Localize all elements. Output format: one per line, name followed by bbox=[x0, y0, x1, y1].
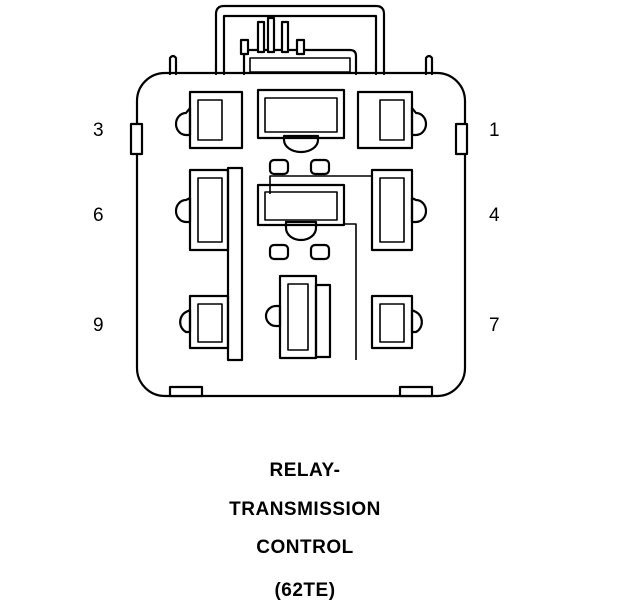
left-post bbox=[168, 54, 178, 76]
pin-label-4: 4 bbox=[489, 205, 500, 226]
terminal-center-top bbox=[256, 88, 346, 154]
terminal-4 bbox=[370, 168, 428, 252]
terminal-6 bbox=[174, 168, 230, 252]
caption-line-2: TRANSMISSION bbox=[229, 499, 381, 520]
left-side-key bbox=[129, 122, 144, 156]
pin-label-9: 9 bbox=[93, 315, 104, 336]
terminal-3 bbox=[174, 90, 244, 150]
terminal-center-bottom bbox=[264, 274, 332, 360]
bottom-right-foot bbox=[398, 385, 434, 398]
hole-top-left bbox=[268, 158, 290, 176]
internal-link-top bbox=[269, 175, 372, 194]
pin-label-7: 7 bbox=[489, 315, 500, 336]
terminal-9 bbox=[179, 294, 230, 350]
connector-housing bbox=[135, 71, 467, 398]
terminal-center-middle bbox=[256, 183, 346, 242]
caption-line-1: RELAY- bbox=[269, 460, 341, 481]
left-bus-bar bbox=[226, 166, 244, 362]
hole-bottom-left bbox=[268, 243, 290, 261]
terminal-1 bbox=[356, 90, 428, 150]
connector-latch bbox=[214, 4, 386, 76]
hole-bottom-right bbox=[309, 243, 331, 261]
caption-line-4: (62TE) bbox=[274, 580, 336, 601]
pin-label-1: 1 bbox=[489, 120, 500, 141]
hole-top-right bbox=[309, 158, 331, 176]
bottom-left-foot bbox=[168, 385, 204, 398]
right-side-key bbox=[454, 122, 469, 156]
internal-link-right bbox=[344, 223, 357, 360]
terminal-7 bbox=[370, 294, 423, 350]
caption-line-3: CONTROL bbox=[256, 537, 354, 558]
pin-label-6: 6 bbox=[93, 205, 104, 226]
pin-label-3: 3 bbox=[93, 120, 104, 141]
right-post bbox=[424, 54, 434, 76]
